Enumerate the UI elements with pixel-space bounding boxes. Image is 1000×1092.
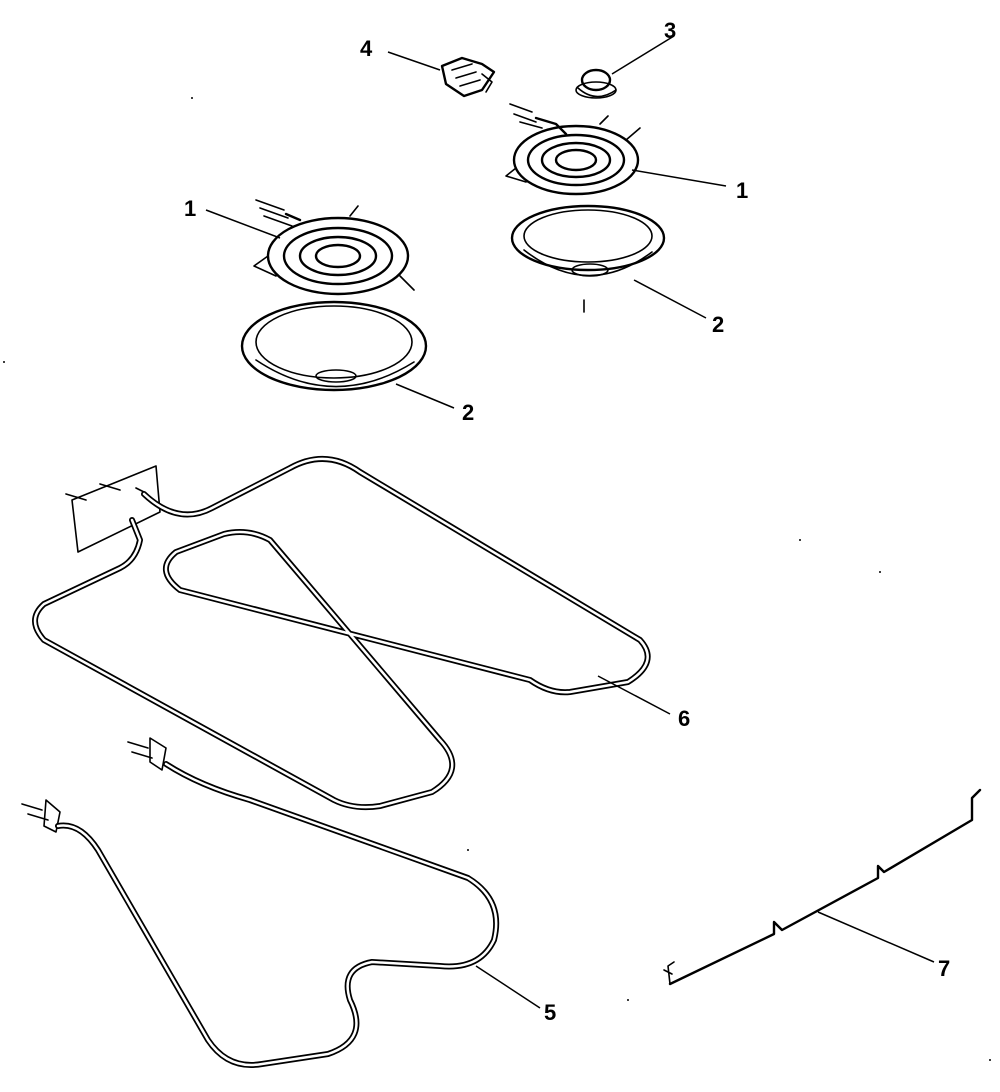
drip-bowl-right-part-2 bbox=[510, 204, 666, 313]
terminal-block-part-4 bbox=[440, 56, 496, 98]
surface-element-left-part-1 bbox=[253, 199, 415, 296]
scan-specks bbox=[3, 97, 991, 1061]
callout-3: 3 bbox=[664, 18, 676, 43]
surface-element-right-part-1 bbox=[505, 103, 641, 196]
callout-1-left: 1 bbox=[184, 196, 196, 221]
callout-labels: 1 1 2 2 3 4 5 6 7 bbox=[184, 18, 950, 1025]
callout-4: 4 bbox=[360, 36, 373, 61]
indicator-cap-part-3 bbox=[575, 68, 617, 99]
drip-bowl-left-part-2 bbox=[240, 300, 428, 392]
broil-element-part-5 bbox=[21, 737, 500, 1068]
rack-support-part-7 bbox=[663, 788, 982, 986]
callout-2-left: 2 bbox=[462, 400, 474, 425]
callout-7: 7 bbox=[938, 956, 950, 981]
leader-lines bbox=[205, 35, 935, 1009]
callout-1-right: 1 bbox=[736, 178, 748, 203]
callout-5: 5 bbox=[544, 1000, 556, 1025]
bake-element-part-6 bbox=[32, 455, 651, 811]
callout-2-right: 2 bbox=[712, 312, 724, 337]
callout-6: 6 bbox=[678, 706, 690, 731]
